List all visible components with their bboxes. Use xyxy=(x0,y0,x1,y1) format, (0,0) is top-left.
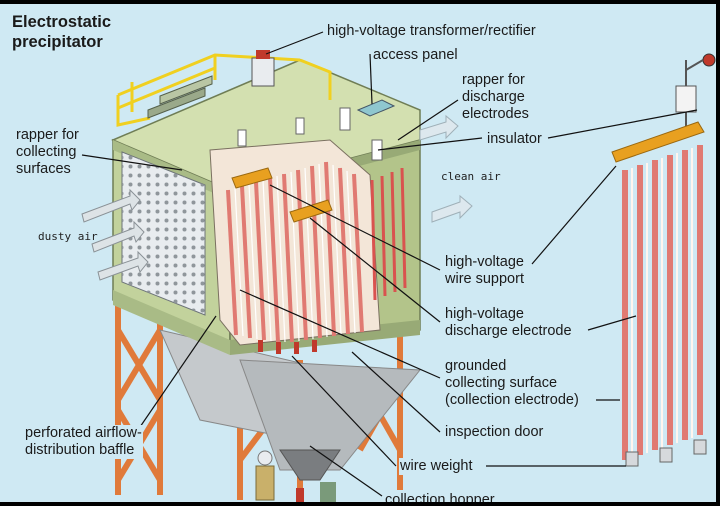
diagram-title: Electrostatic precipitator xyxy=(12,13,112,51)
leader-lines xyxy=(81,31,698,497)
roof-equipment xyxy=(116,50,396,161)
frame-top-border xyxy=(0,0,720,4)
label-wire-support: high-voltage wire support xyxy=(444,254,525,288)
label-insulator: insulator xyxy=(486,131,543,148)
worker-figure xyxy=(255,450,336,502)
electrode-detail xyxy=(611,53,716,467)
label-inspection-door: inspection door xyxy=(444,424,545,441)
label-dusty-air: dusty air xyxy=(38,230,98,243)
perforated-baffle xyxy=(121,151,206,316)
label-clean-air: clean air xyxy=(441,170,501,183)
frame-right-border xyxy=(716,0,720,506)
frame-bottom-border xyxy=(0,502,720,506)
label-wire-weight: wire weight xyxy=(399,458,474,475)
dusty-air-arrows xyxy=(81,188,149,281)
label-access-panel: access panel xyxy=(372,47,459,64)
label-collecting-surface: grounded collecting surface (collection … xyxy=(444,358,580,409)
label-rapper-discharge: rapper for discharge electrodes xyxy=(461,72,530,123)
label-transformer: high-voltage transformer/rectifier xyxy=(326,23,537,40)
collection-hoppers xyxy=(159,329,421,481)
clean-air-arrows xyxy=(419,114,473,223)
interior-cutaway xyxy=(209,139,407,354)
label-rapper-collecting: rapper for collecting surfaces xyxy=(15,127,80,178)
label-discharge-electrode: high-voltage discharge electrode xyxy=(444,306,573,340)
label-baffle: perforated airflow- distribution baffle xyxy=(24,425,143,459)
